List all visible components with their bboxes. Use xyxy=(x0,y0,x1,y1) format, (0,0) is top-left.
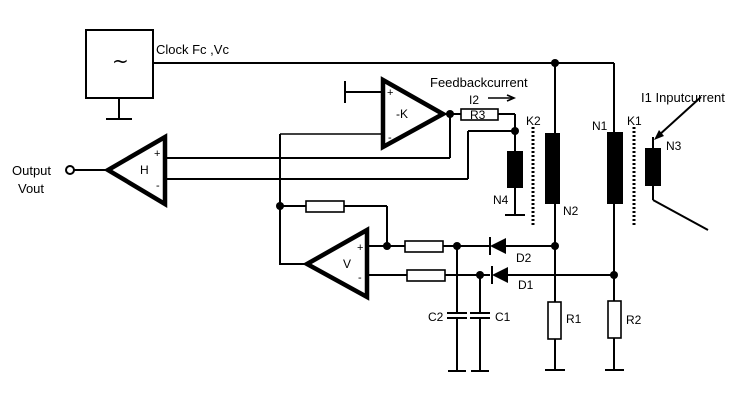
n1-label: N1 xyxy=(592,119,608,133)
amp-v-plus: + xyxy=(357,242,363,254)
amp-k-label: -K xyxy=(396,107,408,121)
amplifier-v: + - V xyxy=(302,226,370,301)
amplifier-h: + - H xyxy=(103,133,168,208)
resistor-minus xyxy=(406,269,446,282)
output-label: Output xyxy=(12,163,51,178)
c1-gap xyxy=(469,313,491,318)
c2-label: C2 xyxy=(428,310,444,324)
r1-label: R1 xyxy=(566,312,582,326)
clock-label: Clock Fc ,Vc xyxy=(156,42,229,57)
amp-h-minus: - xyxy=(156,180,160,192)
amp-h-plus: + xyxy=(154,148,160,160)
amp-h-triangle xyxy=(103,133,168,208)
junction-dot xyxy=(610,271,618,279)
amp-h-label: H xyxy=(140,163,149,177)
arrow-head-icon xyxy=(506,94,517,102)
junction-dot xyxy=(551,242,559,250)
diode-d1-triangle xyxy=(492,267,508,283)
vout-label: Vout xyxy=(18,181,44,196)
resistor-r2 xyxy=(607,300,622,339)
resistor-feedback xyxy=(305,200,345,213)
amplifier-k: + - -K xyxy=(380,76,448,151)
clock-source: ~ xyxy=(85,29,154,120)
n3-label: N3 xyxy=(666,139,682,153)
k2-label: K2 xyxy=(526,114,541,128)
diode-d2 xyxy=(489,237,555,255)
diode-d1 xyxy=(491,266,614,284)
amp-k-minus: - xyxy=(388,132,392,144)
diode-d2-triangle xyxy=(490,238,506,254)
resistor-r1 xyxy=(547,301,562,340)
amp-v-triangle xyxy=(302,226,370,301)
k1-label: K1 xyxy=(627,114,642,128)
amp-k-triangle xyxy=(380,76,448,151)
clock-tilde-icon: ~ xyxy=(112,49,129,73)
winding-n3 xyxy=(645,148,661,186)
c2-gap xyxy=(446,313,468,318)
n2-label: N2 xyxy=(563,204,579,218)
d1-label: D1 xyxy=(518,278,534,292)
amp-v-label: V xyxy=(343,257,351,271)
d2-label: D2 xyxy=(516,251,532,265)
input-lead xyxy=(652,199,709,231)
feedback-label: Feedbackcurrent xyxy=(430,75,528,90)
amp-k-plus: + xyxy=(387,87,393,99)
resistor-plus xyxy=(404,240,444,253)
input-current-label: I1 Inputcurrent xyxy=(641,90,725,105)
input-current-arrow xyxy=(657,96,702,137)
r2-label: R2 xyxy=(626,313,642,327)
i2-label: I2 xyxy=(469,93,479,107)
winding-n4 xyxy=(507,151,523,188)
winding-n2 xyxy=(545,133,560,204)
winding-n1 xyxy=(607,132,623,204)
n4-label: N4 xyxy=(493,193,509,207)
amp-v-minus: - xyxy=(358,272,362,284)
c1-label: C1 xyxy=(495,310,511,324)
r3-label: R3 xyxy=(470,108,486,122)
output-terminal xyxy=(65,165,75,175)
arrow-head-icon xyxy=(654,130,664,140)
junction-dot xyxy=(383,242,391,250)
